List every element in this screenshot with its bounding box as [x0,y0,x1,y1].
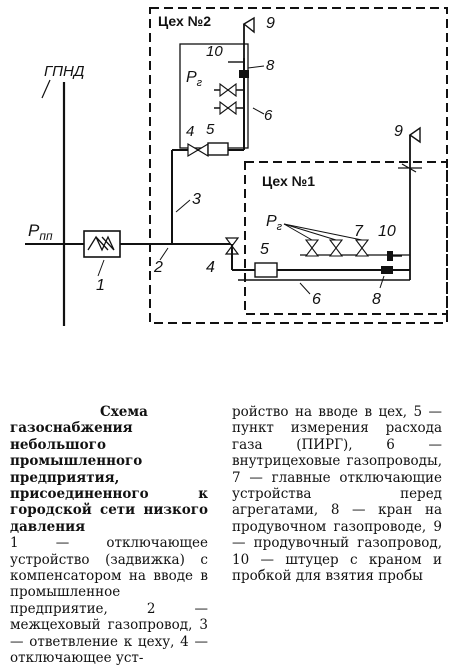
ws1-sample-plug [387,251,393,261]
ws1-meter-5 [254,262,278,278]
ws2-valve-burner-b [219,82,237,98]
num-1: 1 [96,277,105,294]
caption-left-column: Схема газоснабжения небольшого промышлен… [10,404,208,667]
pressure-main-label: Pпп [28,221,53,243]
pressure-ws2-label: Pг [186,69,203,89]
num-6-ws2: 6 [264,107,273,124]
num-4-ws2: 4 [186,123,194,140]
num-7-ws1: 7 [354,223,364,240]
ws2-valve-burner-a [219,100,237,116]
num-2: 2 [153,259,163,276]
workshop-2-label: Цех №2 [158,13,211,29]
ws2-purge-flag [242,16,255,34]
gas-supply-scheme-diagram: ГПНД [25,7,448,326]
num-9-ws2: 9 [266,15,275,32]
ws1-wall-tie [398,163,422,173]
num-3: 3 [192,191,201,208]
num-10-ws1: 10 [378,223,396,240]
num-5-ws2: 5 [206,121,215,138]
caption-right-column: ройство на вводе в цех, 5 — пункт измере… [232,404,442,584]
legend-right: ройство на вводе в цех, 5 — пункт измере… [232,404,442,585]
gpnd-leader [41,79,51,99]
legend-left: 1 — отключающее устройство (задвижка) с … [10,535,208,667]
ws2-valve-4 [187,142,209,158]
ws1-burner-pointers [283,223,363,241]
leader-lines [97,65,385,295]
pressure-ws1-label: Pг [266,213,283,233]
compensator-symbol [87,235,115,252]
gpnd-label: ГПНД [44,63,85,80]
workshop-2-boundary [149,7,448,324]
workshop-1-label: Цех №1 [262,173,315,189]
ws2-tap-8 [239,70,249,78]
caption-title: Схема газоснабжения небольшого промышлен… [10,404,208,535]
ws1-purge-flag [408,126,421,144]
ws1-burner-valves-7 [304,239,370,257]
workshop-1-boundary [244,161,448,315]
ws2-meter-5 [207,142,229,156]
num-6-ws1: 6 [312,291,321,308]
num-4-ws1: 4 [206,259,215,276]
num-9-ws1: 9 [394,123,403,140]
ws1-tap-8 [381,266,393,274]
num-8-ws1: 8 [372,291,381,308]
num-8-ws2: 8 [266,57,275,74]
num-10-ws2: 10 [206,43,223,60]
num-5-ws1: 5 [260,241,269,258]
